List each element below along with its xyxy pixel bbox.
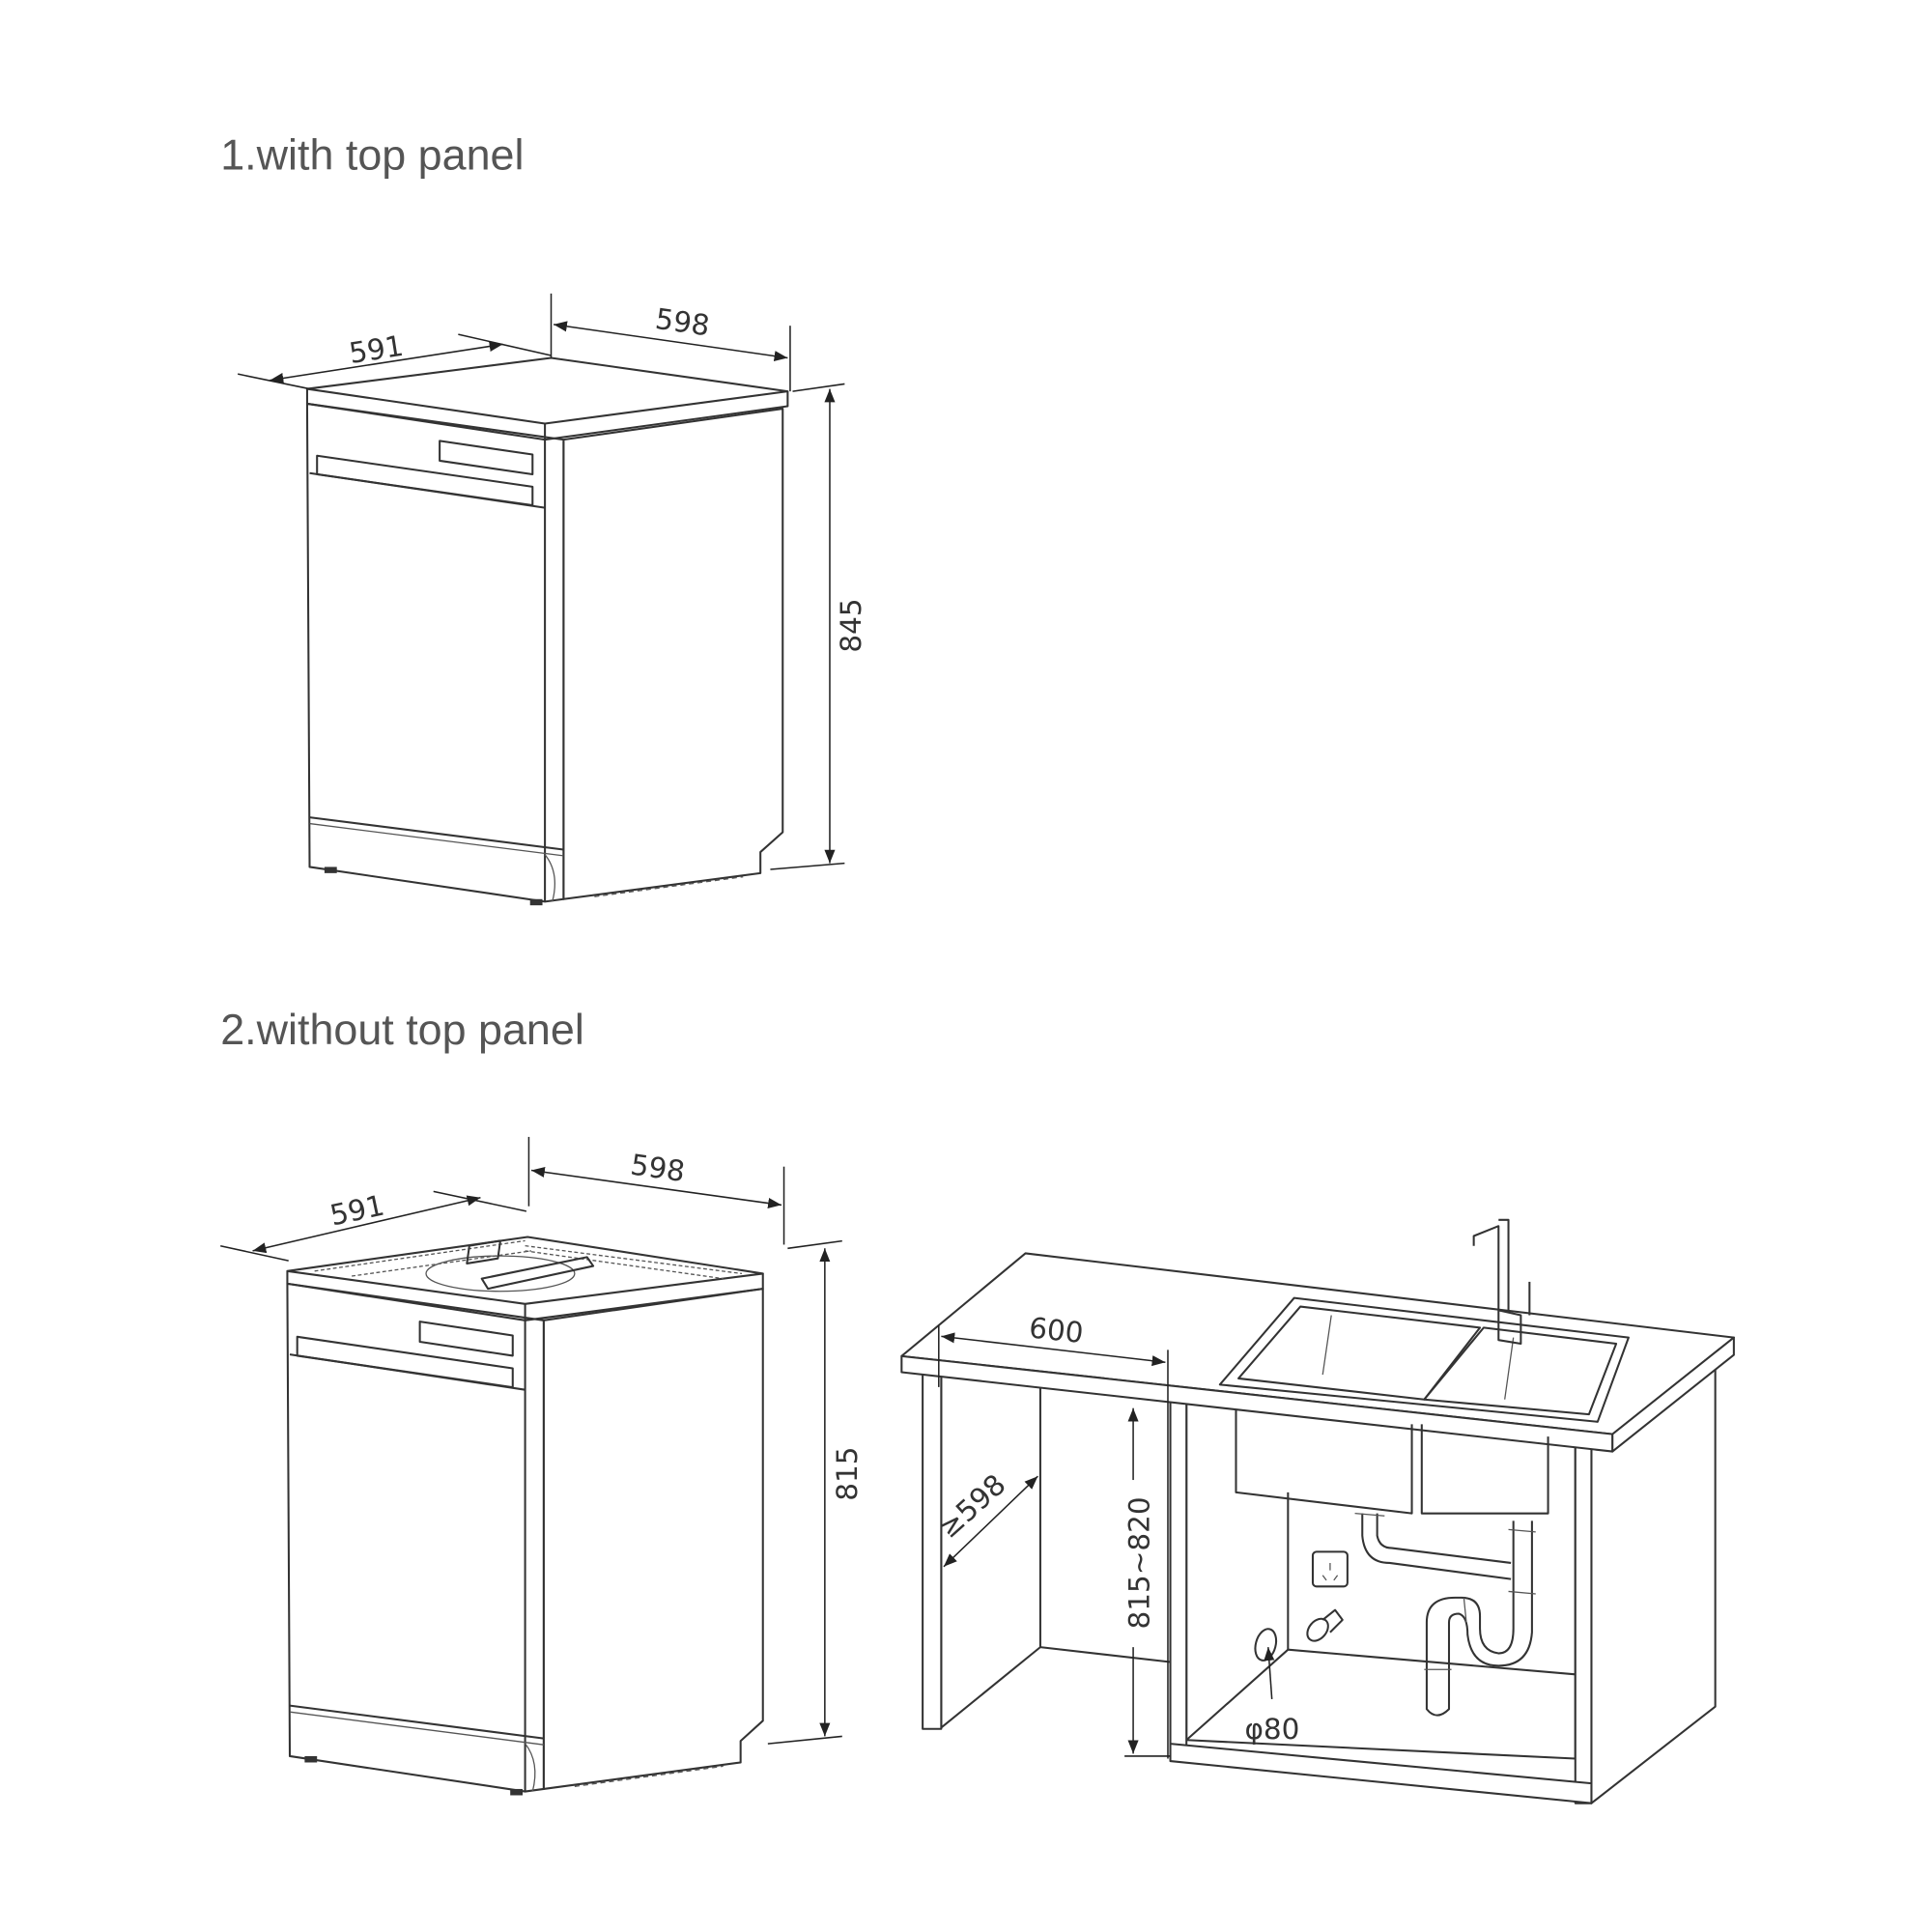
- kitchen-cabinet: φ80: [900, 1218, 1735, 1804]
- dimension-opening-width: 600: [938, 1311, 1169, 1759]
- power-socket-icon: [1311, 1550, 1349, 1588]
- opening-width-label: 600: [1028, 1311, 1085, 1350]
- section-2-title: 2.without top panel: [220, 1005, 584, 1054]
- dimension-opening-height: 815~820: [1123, 1407, 1171, 1757]
- height-label: 845: [835, 598, 867, 652]
- depth-label: 591: [327, 1189, 387, 1233]
- depth-label: 591: [347, 329, 406, 370]
- opening-height-label: 815~820: [1123, 1496, 1156, 1629]
- dimension-width-1: 598: [550, 293, 791, 392]
- dishwasher-without-top-panel: [286, 1236, 764, 1797]
- water-valve-icon: [1306, 1608, 1344, 1642]
- dimension-height-1: 845: [770, 383, 867, 870]
- width-label: 598: [629, 1149, 687, 1188]
- section-1-title: 1.with top panel: [220, 130, 524, 180]
- dimension-width-2: 598: [527, 1136, 785, 1245]
- dimension-height-2: 815: [767, 1239, 864, 1745]
- hole-diameter-label: φ80: [1244, 1713, 1299, 1746]
- width-label: 598: [653, 302, 711, 342]
- height-label: 815: [831, 1447, 864, 1501]
- dishwasher-with-top-panel: [305, 356, 789, 907]
- drain-hole-icon: [1254, 1628, 1278, 1662]
